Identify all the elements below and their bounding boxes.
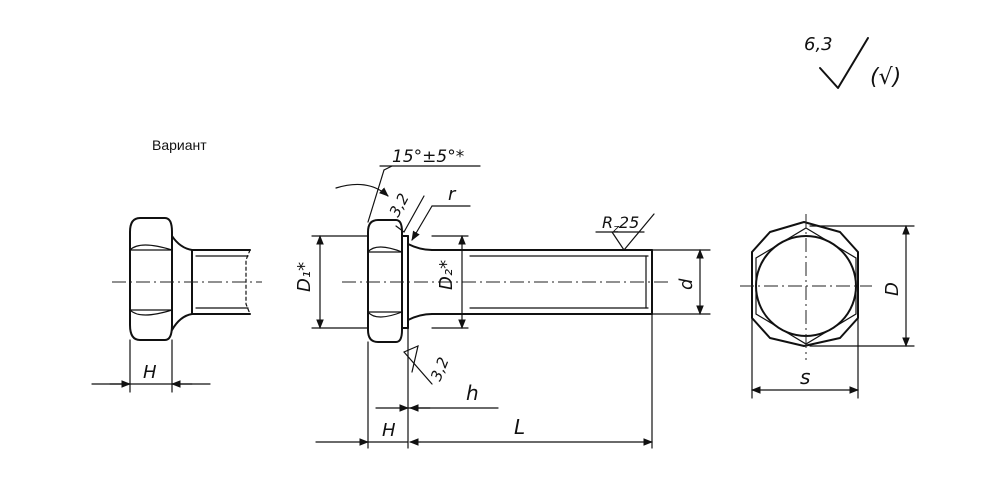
roughness-symbol-general: 6,3 (√): [804, 34, 901, 90]
variant-bolt-view: H: [91, 217, 262, 393]
roughness-underhead-text: 3,2: [427, 355, 453, 384]
roughness-value-text: 6,3: [804, 34, 833, 55]
D1-label: D₁*: [294, 262, 315, 292]
roughness-head-text: 3,2: [386, 190, 413, 220]
main-bolt-view: D₁* D₂* d Rz25 15°±5°* 3,2 r 3,2: [294, 147, 711, 449]
H-label: H: [382, 420, 396, 441]
L-label: L: [514, 415, 525, 439]
hex-end-view: D s: [740, 214, 915, 399]
variant-H-label: H: [143, 362, 157, 383]
D-label: D: [882, 282, 903, 296]
roughness-check-mark: [819, 37, 869, 89]
rz-label: Rz25: [602, 213, 639, 235]
d-label: d: [676, 278, 697, 290]
angle-label: 15°±5°*: [392, 147, 464, 167]
D2-label: D₂*: [436, 260, 457, 290]
r-label: r: [448, 184, 457, 205]
variant-label: Вариант: [152, 137, 207, 153]
s-label: s: [800, 365, 810, 389]
roughness-rest-text: (√): [870, 65, 901, 90]
h-label: h: [466, 381, 479, 405]
